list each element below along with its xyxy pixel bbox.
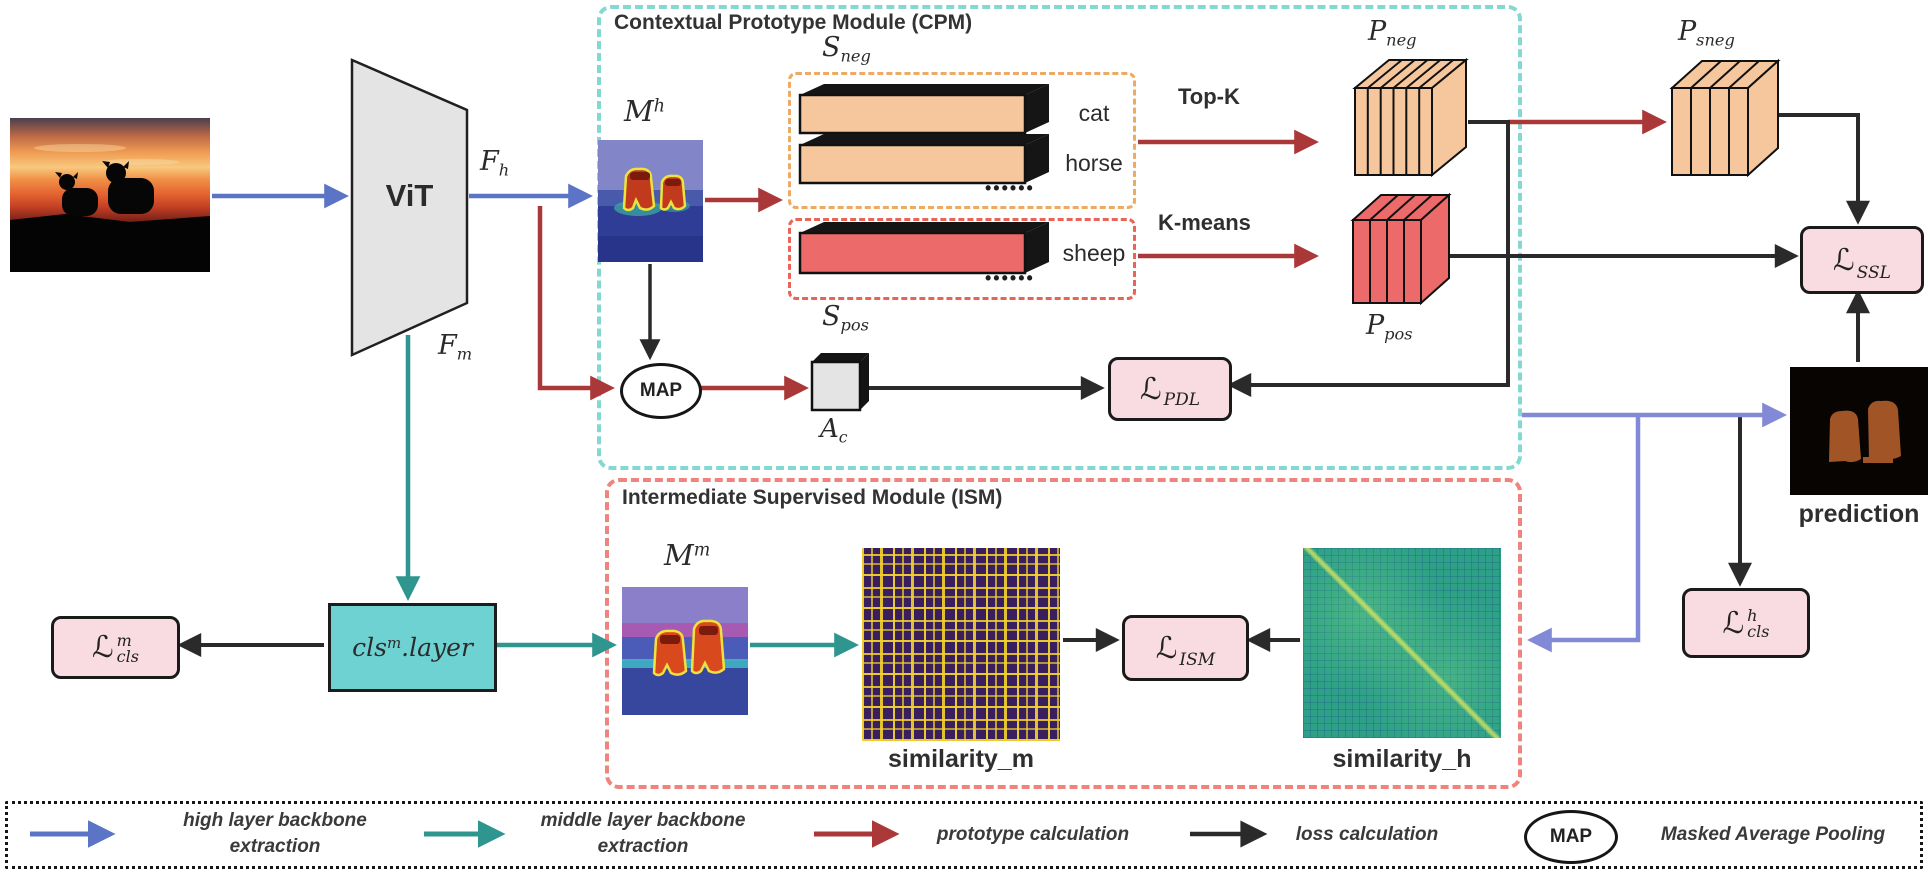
spos-ellipsis: •••••• — [985, 268, 1035, 288]
legend-label-loss: loss calculation — [1295, 824, 1439, 845]
topk-label: Top-K — [1178, 84, 1240, 109]
legend-label-prototype: prototype calculation — [936, 824, 1130, 845]
mh-label: Mh — [624, 94, 665, 128]
arrow-fh-branch-to-map — [537, 206, 615, 401]
legend-map-symbol: MAP — [1524, 810, 1618, 864]
psneg-prototype-cube — [1669, 58, 1781, 178]
support-bar-sheep — [798, 222, 1049, 275]
pneg-prototype-cube — [1352, 57, 1469, 178]
arrow-psneg-to-lssl — [1758, 113, 1870, 225]
prediction-label: prediction — [1798, 500, 1920, 528]
horse-label: horse — [1065, 150, 1123, 176]
cat-label: cat — [1078, 100, 1110, 126]
similarity-m-label: similarity_m — [888, 745, 1034, 773]
support-bar-horse — [798, 134, 1049, 185]
spos-label: Spos — [822, 301, 869, 335]
vit-backbone-shape — [350, 58, 469, 357]
map-node: MAP — [620, 363, 702, 419]
pneg-label: Pneg — [1368, 16, 1417, 50]
fm-label: Fm — [438, 330, 473, 364]
spos-group-box — [788, 218, 1136, 300]
similarity-h-label: similarity_h — [1332, 745, 1472, 773]
fh-label: Fh — [480, 146, 510, 180]
ppos-label: Ppos — [1366, 310, 1413, 344]
ppos-prototype-cube — [1350, 192, 1452, 306]
similarity-m-matrix — [862, 548, 1060, 741]
sheep-label: sheep — [1062, 240, 1126, 266]
sneg-label: Sneg — [822, 32, 871, 66]
prediction-image — [1790, 367, 1928, 495]
arrow-branch-to-similarityh — [1527, 415, 1641, 653]
cls-layer-box: clsm.layer — [328, 603, 497, 692]
legend-label-map: Masked Average Pooling — [1660, 824, 1886, 845]
input-image — [10, 118, 210, 272]
similarity-h-matrix — [1303, 548, 1501, 738]
mm-heatmap — [622, 587, 748, 715]
mm-label: Mm — [664, 538, 711, 572]
legend-box — [5, 801, 1923, 869]
psneg-label: Psneg — [1678, 16, 1735, 50]
vit-label: ViT — [385, 178, 434, 213]
ac-label: Ac — [820, 414, 848, 447]
sneg-ellipsis: •••••• — [985, 178, 1035, 198]
ac-activation-cube — [810, 353, 869, 412]
support-bar-cat — [798, 84, 1049, 135]
legend-label-high-layer: high layer backbone extraction — [183, 810, 367, 857]
sneg-group-box — [788, 72, 1136, 209]
legend-label-middle-layer: middle layer backbone extraction — [540, 810, 746, 857]
mh-heatmap — [598, 140, 703, 262]
arrow-pneg-to-lpdl — [1227, 120, 1510, 397]
kmeans-label: K-means — [1158, 210, 1251, 235]
cpm-title: Contextual Prototype Module (CPM) — [614, 11, 973, 34]
ism-title: Intermediate Supervised Module (ISM) — [622, 486, 1003, 509]
